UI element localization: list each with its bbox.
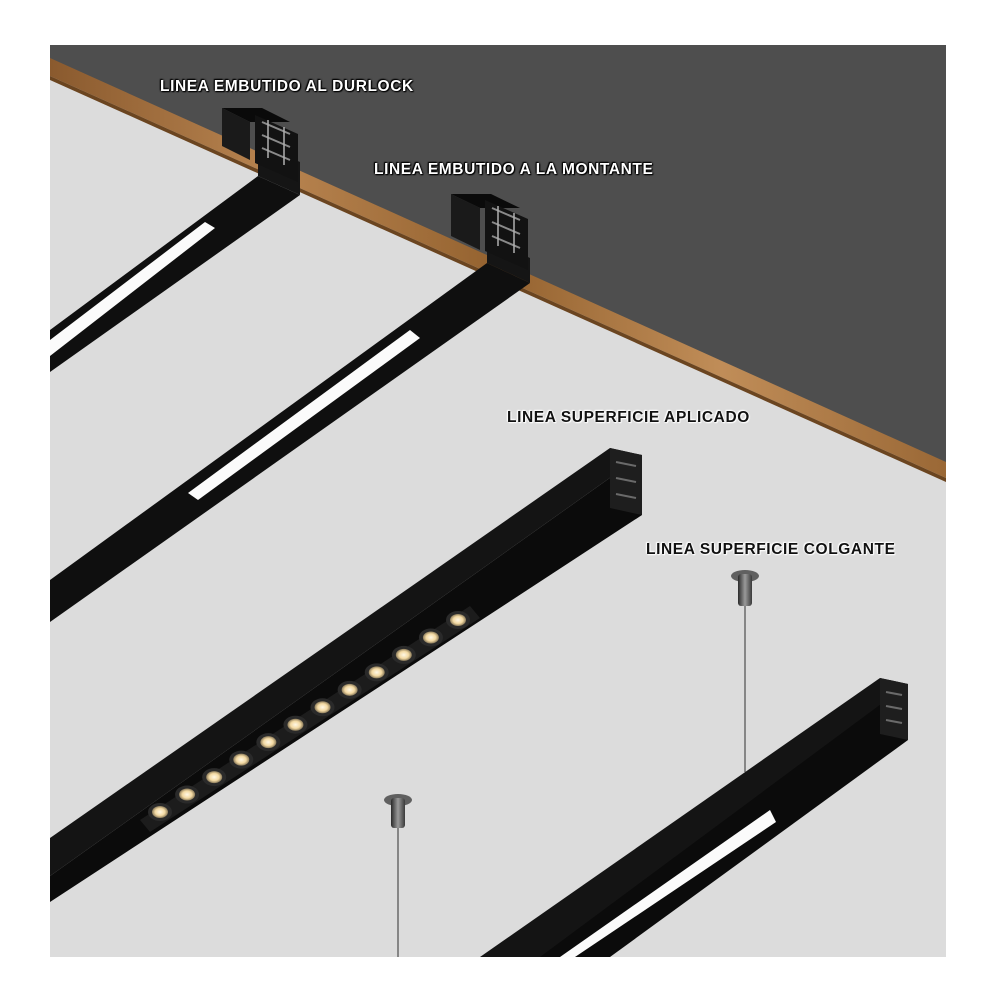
suspension-cable-icon	[738, 574, 752, 606]
led-spot-icon	[314, 701, 331, 714]
diffuser-strip	[560, 810, 776, 957]
led-spot-row	[148, 611, 470, 821]
suspension-cable-right	[731, 570, 759, 772]
track-profile-icon	[610, 448, 642, 515]
led-spot-icon	[233, 753, 250, 766]
led-spot-icon	[260, 736, 277, 749]
diffuser-strip	[50, 222, 215, 356]
label-embutido-durlock: LINEA EMBUTIDO AL DURLOCK	[160, 78, 414, 95]
led-spot-icon	[206, 771, 223, 784]
led-spot-icon	[395, 648, 412, 661]
label-superficie-aplicado: LINEA SUPERFICIE APLICADO	[507, 409, 750, 426]
suspension-cable-left	[384, 794, 412, 957]
led-spot-icon	[287, 718, 304, 731]
led-spot-icon	[152, 806, 168, 818]
suspension-cable-icon	[391, 798, 405, 828]
track-superficie-colgante	[480, 678, 908, 957]
track-profile-icon	[880, 678, 908, 740]
led-spot-icon	[341, 683, 358, 696]
label-embutido-montante: LINEA EMBUTIDO A LA MONTANTE	[374, 161, 654, 178]
label-superficie-colgante: LINEA SUPERFICIE COLGANTE	[646, 541, 896, 558]
led-spot-icon	[368, 666, 385, 679]
track-profile-icon	[485, 200, 528, 270]
diffuser-strip	[188, 330, 420, 500]
led-spot-icon	[422, 631, 439, 644]
led-spot-icon	[179, 788, 196, 801]
track-embutido-durlock	[50, 108, 300, 372]
led-spot-icon	[450, 614, 466, 626]
track-embutido-montante	[50, 194, 530, 622]
